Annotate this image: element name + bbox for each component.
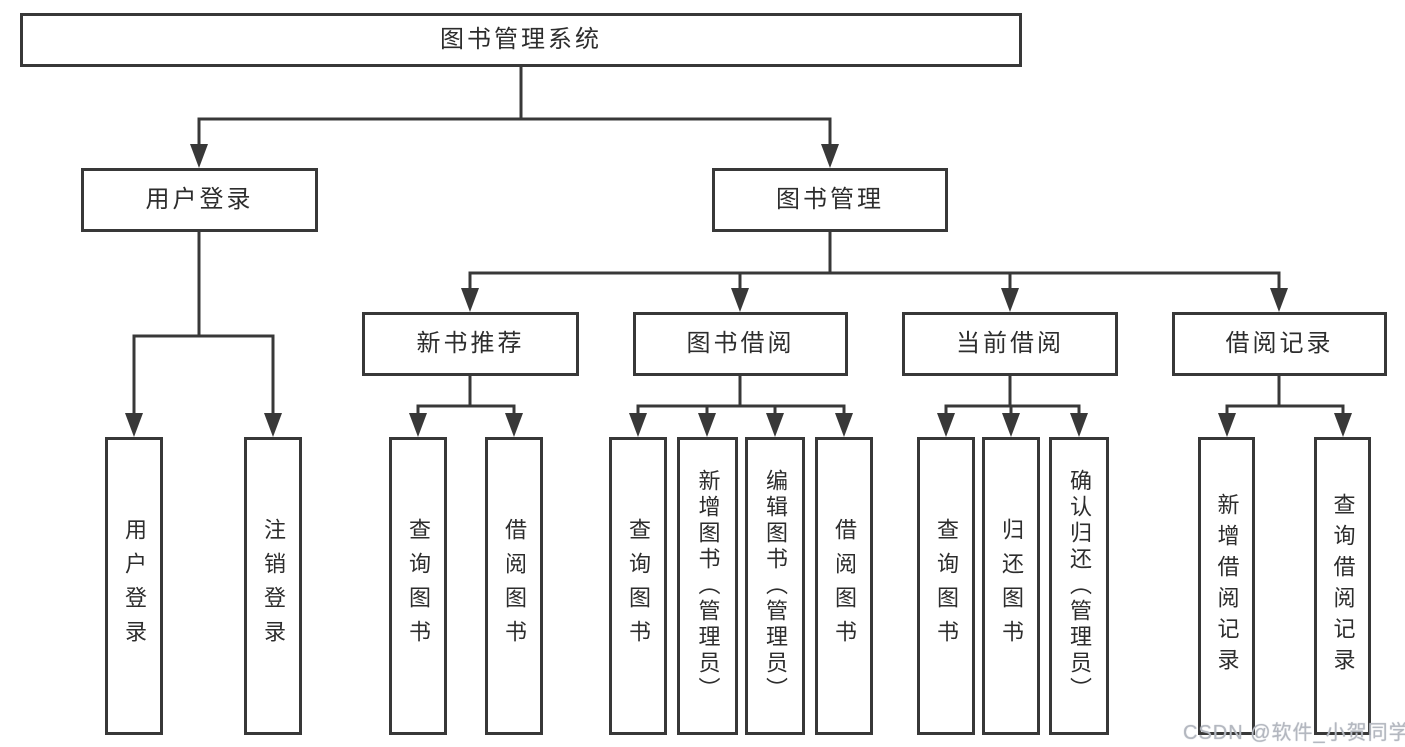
arrowhead <box>821 144 839 168</box>
leaf-borrow-books-1: 借阅图书 <box>485 437 543 735</box>
leaf-add-borrow-record: 新增借阅记录 <box>1198 437 1255 735</box>
arrowhead <box>731 288 749 312</box>
arrowhead <box>1270 288 1288 312</box>
arrowhead <box>629 413 647 437</box>
connector-user-login-children <box>132 230 275 417</box>
node-borrow-records-label: 借阅记录 <box>1225 330 1334 357</box>
arrowhead <box>1002 413 1020 437</box>
leaf-query-borrow-record-label: 查询借阅记录 <box>1330 493 1356 679</box>
arrowhead <box>505 413 523 437</box>
leaf-borrow-books-2: 借阅图书 <box>815 437 873 735</box>
leaf-query-borrow-record: 查询借阅记录 <box>1314 437 1371 735</box>
node-current-borrow-label: 当前借阅 <box>956 330 1064 357</box>
leaf-user-login-label: 用户登录 <box>122 518 147 654</box>
leaf-query-books-1-label: 查询图书 <box>406 518 431 654</box>
arrowhead <box>698 413 716 437</box>
leaf-return-book-label: 归还图书 <box>999 518 1024 654</box>
leaf-query-books-3-label: 查询图书 <box>934 518 959 654</box>
connector-root-to-level1 <box>197 65 832 148</box>
leaf-logout-label: 注销登录 <box>261 518 286 654</box>
connector-borrow-records-children <box>1225 374 1345 417</box>
leaf-logout: 注销登录 <box>244 437 302 735</box>
arrowhead <box>409 413 427 437</box>
leaf-add-book-admin-label: 新增图书（管理员） <box>695 469 721 703</box>
node-new-book-recommend-label: 新书推荐 <box>416 330 525 357</box>
connector-book-management-children <box>468 230 1281 292</box>
node-book-borrow: 图书借阅 <box>633 312 848 376</box>
node-book-management-label: 图书管理 <box>776 186 884 213</box>
arrowhead <box>766 413 784 437</box>
node-book-management: 图书管理 <box>712 168 948 232</box>
leaf-edit-book-admin: 编辑图书（管理员） <box>745 437 805 735</box>
node-current-borrow: 当前借阅 <box>902 312 1118 376</box>
leaf-confirm-return-admin: 确认归还（管理员） <box>1049 437 1109 735</box>
leaf-query-books-1: 查询图书 <box>389 437 447 735</box>
leaf-return-book: 归还图书 <box>982 437 1040 735</box>
leaf-add-book-admin: 新增图书（管理员） <box>677 437 738 735</box>
leaf-query-books-2: 查询图书 <box>609 437 667 735</box>
csdn-watermark: CSDN @软件_小贺同学 <box>1183 722 1405 744</box>
node-borrow-records: 借阅记录 <box>1172 312 1387 376</box>
arrowhead <box>1218 413 1236 437</box>
leaf-borrow-books-2-label: 借阅图书 <box>832 518 857 654</box>
leaf-query-books-3: 查询图书 <box>917 437 975 735</box>
leaf-user-login: 用户登录 <box>105 437 163 735</box>
node-root-label: 图书管理系统 <box>440 26 602 53</box>
arrowhead <box>190 144 208 168</box>
arrowhead <box>1334 413 1352 437</box>
connector-book-borrow-children <box>636 374 846 417</box>
connector-new-book-recommend-children <box>416 374 516 417</box>
arrowhead <box>461 288 479 312</box>
connector-current-borrow-children <box>944 374 1081 417</box>
arrowhead <box>125 413 143 437</box>
arrowhead <box>1001 288 1019 312</box>
leaf-confirm-return-admin-label: 确认归还（管理员） <box>1067 469 1092 703</box>
node-user-login-label: 用户登录 <box>145 186 254 213</box>
leaf-add-borrow-record-label: 新增借阅记录 <box>1214 493 1240 679</box>
node-new-book-recommend: 新书推荐 <box>362 312 579 376</box>
leaf-borrow-books-1-label: 借阅图书 <box>502 518 527 654</box>
leaf-query-books-2-label: 查询图书 <box>626 518 651 654</box>
leaf-edit-book-admin-label: 编辑图书（管理员） <box>763 469 788 703</box>
arrowhead <box>937 413 955 437</box>
arrowhead <box>264 413 282 437</box>
node-root: 图书管理系统 <box>20 13 1022 67</box>
arrowhead <box>835 413 853 437</box>
node-book-borrow-label: 图书借阅 <box>686 330 795 357</box>
arrowhead <box>1070 413 1088 437</box>
node-user-login: 用户登录 <box>81 168 318 232</box>
